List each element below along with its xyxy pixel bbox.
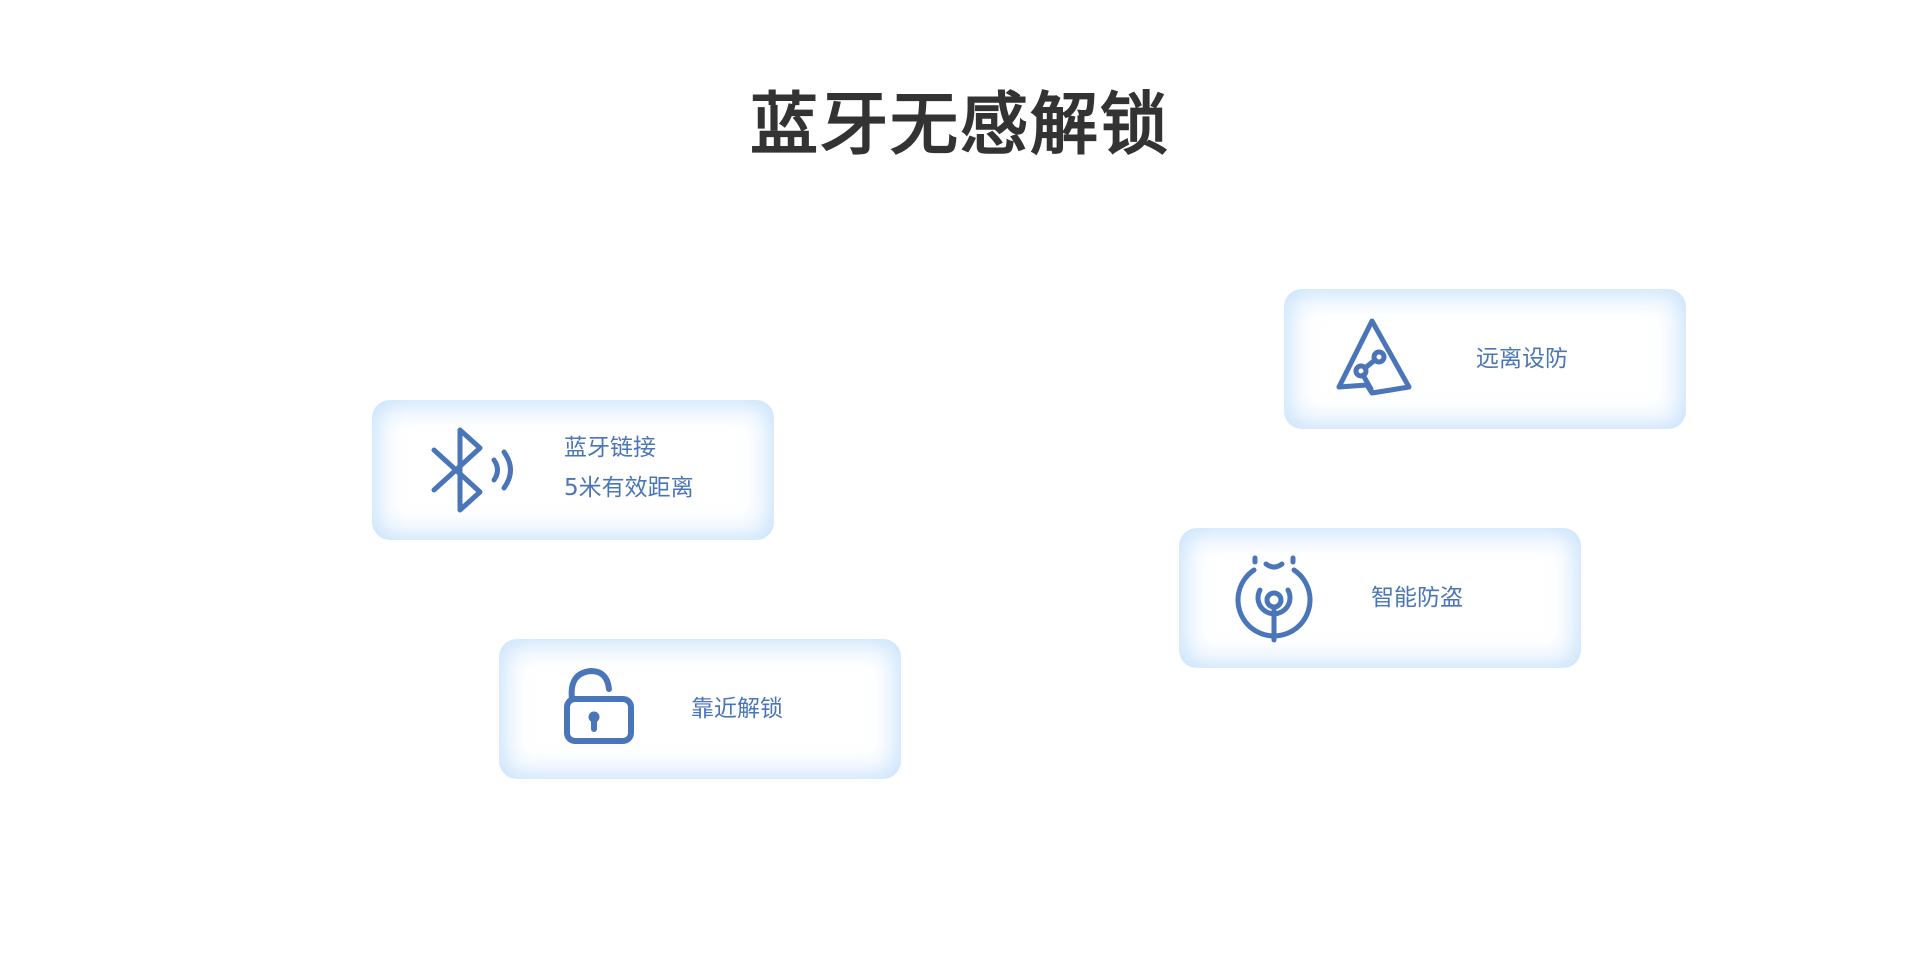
- signal-antenna-icon: [1224, 548, 1324, 648]
- warning-triangle-icon: [1329, 309, 1429, 409]
- feature-subtitle: 5米有效距离: [564, 475, 694, 501]
- feature-label: 远离设防: [1476, 346, 1568, 372]
- bluetooth-icon: [422, 420, 522, 520]
- feature-label: 靠近解锁: [691, 696, 783, 722]
- feature-card-unlock: 靠近解锁: [499, 639, 901, 779]
- feature-label: 智能防盗: [1371, 585, 1463, 611]
- feature-card-away: 远离设防: [1284, 289, 1686, 429]
- feature-card-anti-theft: 智能防盗: [1179, 528, 1581, 668]
- unlock-icon: [549, 659, 649, 759]
- page-title: 蓝牙无感解锁: [749, 86, 1170, 165]
- feature-title: 蓝牙链接: [564, 435, 656, 461]
- feature-label: 蓝牙链接 5米有效距离: [564, 428, 694, 508]
- feature-card-bluetooth: 蓝牙链接 5米有效距离: [372, 400, 774, 540]
